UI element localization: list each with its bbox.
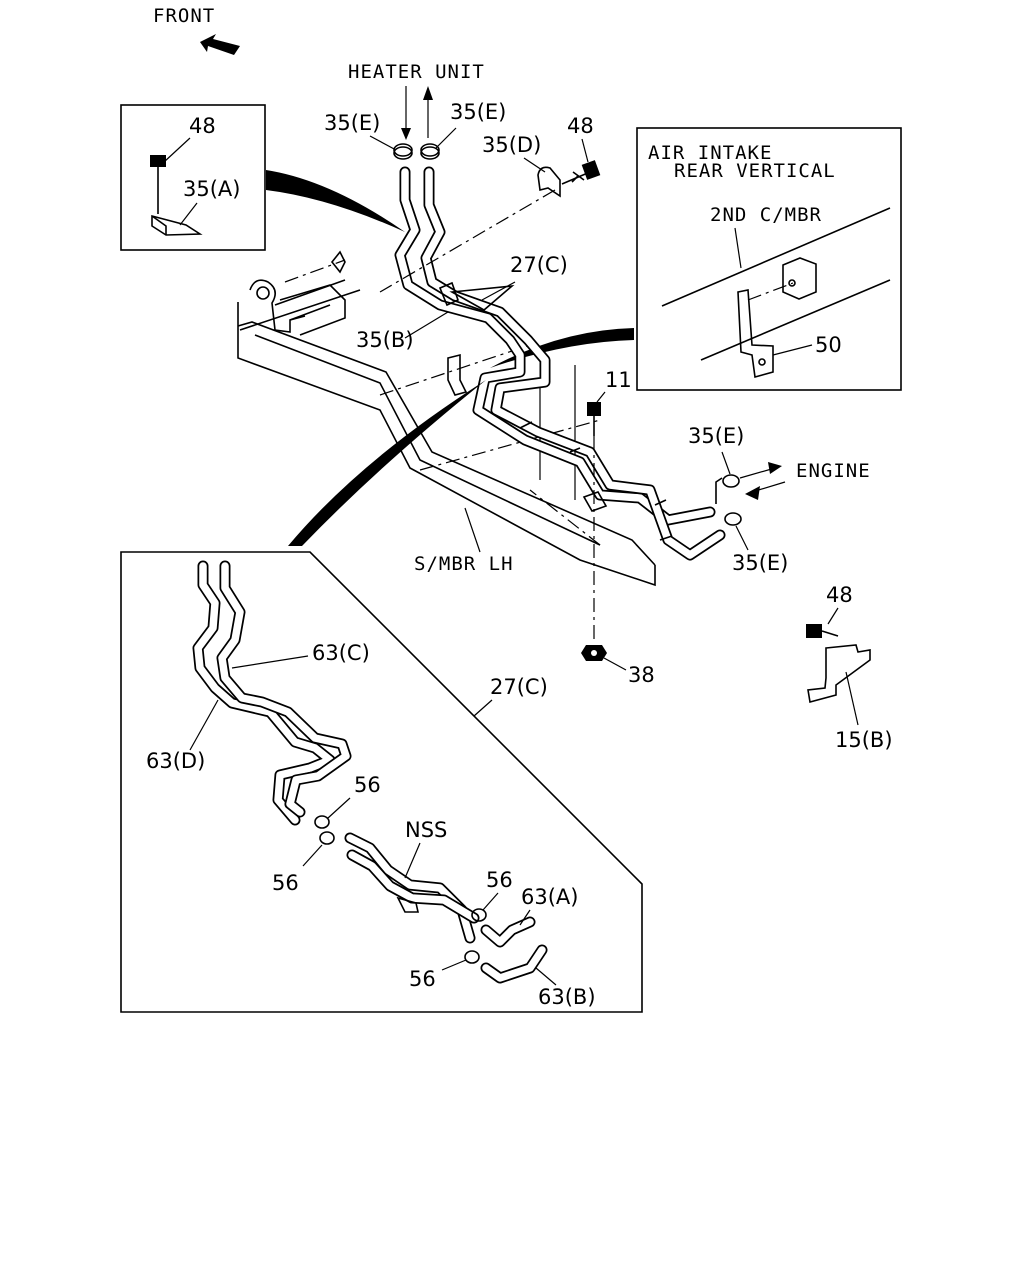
inset-arc-lower bbox=[288, 380, 486, 546]
engine-label: ENGINE bbox=[796, 460, 871, 482]
callout-56-c: 56 bbox=[486, 868, 513, 892]
callout-15b: 15(B) bbox=[835, 728, 893, 752]
callout-50: 50 bbox=[815, 333, 842, 357]
second-c-mbr-label: 2ND C/MBR bbox=[710, 204, 822, 226]
clamp-56-a-icon bbox=[314, 815, 330, 829]
air-intake-label-1: AIR INTAKE bbox=[648, 142, 772, 164]
clamp-56-d-icon bbox=[464, 950, 480, 964]
bracket-35d-icon bbox=[379, 166, 561, 293]
bracket-15b-icon bbox=[807, 644, 871, 704]
inset-box-pipe-assembly bbox=[120, 551, 643, 1013]
inset-box-bracket-a bbox=[120, 104, 266, 251]
bolt-48-box-icon bbox=[150, 155, 166, 214]
callout-48-top: 48 bbox=[567, 114, 594, 138]
callout-38: 38 bbox=[628, 663, 655, 687]
front-arrow-icon bbox=[200, 34, 240, 55]
callout-63a: 63(A) bbox=[521, 885, 578, 909]
callout-35e-left: 35(E) bbox=[324, 111, 380, 135]
bolt-48-top-icon bbox=[561, 160, 601, 185]
bolt-11-icon bbox=[587, 402, 601, 640]
bracket-35a-icon bbox=[151, 214, 203, 236]
heater-unit-label: HEATER UNIT bbox=[348, 61, 485, 83]
callout-27c-top: 27(C) bbox=[510, 253, 568, 277]
callout-56-b: 56 bbox=[272, 871, 299, 895]
hose-63b-icon bbox=[480, 944, 548, 984]
chassis-frame bbox=[237, 250, 656, 587]
crossmember-lines bbox=[661, 207, 891, 361]
clamp-56-c-icon bbox=[471, 908, 487, 922]
callout-48-box: 48 bbox=[189, 114, 216, 138]
bolt-48-right-icon bbox=[806, 624, 839, 638]
engine-arrows bbox=[739, 462, 786, 500]
callout-35e-engine2: 35(E) bbox=[732, 551, 788, 575]
clamp-56-b-icon bbox=[319, 831, 335, 845]
callout-35d: 35(D) bbox=[482, 133, 541, 157]
bracket-50-icon bbox=[737, 282, 794, 379]
clamp-35e-engine1-icon bbox=[715, 474, 740, 504]
callout-48-right: 48 bbox=[826, 583, 853, 607]
nut-38-icon bbox=[581, 645, 607, 661]
main-heater-pipes bbox=[394, 166, 726, 561]
callout-63d: 63(D) bbox=[146, 749, 205, 773]
callout-11: 11 bbox=[605, 368, 632, 392]
callout-56-d: 56 bbox=[409, 967, 436, 991]
s-mbr-lh-label: S/MBR LH bbox=[414, 553, 514, 575]
nss-label: NSS bbox=[405, 818, 447, 842]
callout-35b: 35(B) bbox=[356, 328, 414, 352]
callout-35e-engine1: 35(E) bbox=[688, 424, 744, 448]
air-intake-label-2: REAR VERTICAL bbox=[674, 160, 836, 182]
front-label: FRONT bbox=[153, 5, 215, 27]
inset-pipes bbox=[192, 560, 352, 826]
inset-arc-top bbox=[266, 170, 405, 232]
clamp-35e-left-icon bbox=[393, 143, 413, 160]
callout-35e-right: 35(E) bbox=[450, 100, 506, 124]
heater-arrows bbox=[401, 86, 433, 140]
clamp-35e-engine2-icon bbox=[724, 512, 742, 526]
callout-63c: 63(C) bbox=[312, 641, 370, 665]
nss-pipes bbox=[344, 832, 480, 944]
inset-arc-right bbox=[490, 328, 634, 368]
clamp-35e-right-icon bbox=[420, 143, 440, 160]
callout-27c-inset: 27(C) bbox=[490, 675, 548, 699]
callout-35a: 35(A) bbox=[183, 177, 240, 201]
callout-56-a: 56 bbox=[354, 773, 381, 797]
callout-63b: 63(B) bbox=[538, 985, 596, 1009]
hose-63a-icon bbox=[480, 916, 536, 948]
